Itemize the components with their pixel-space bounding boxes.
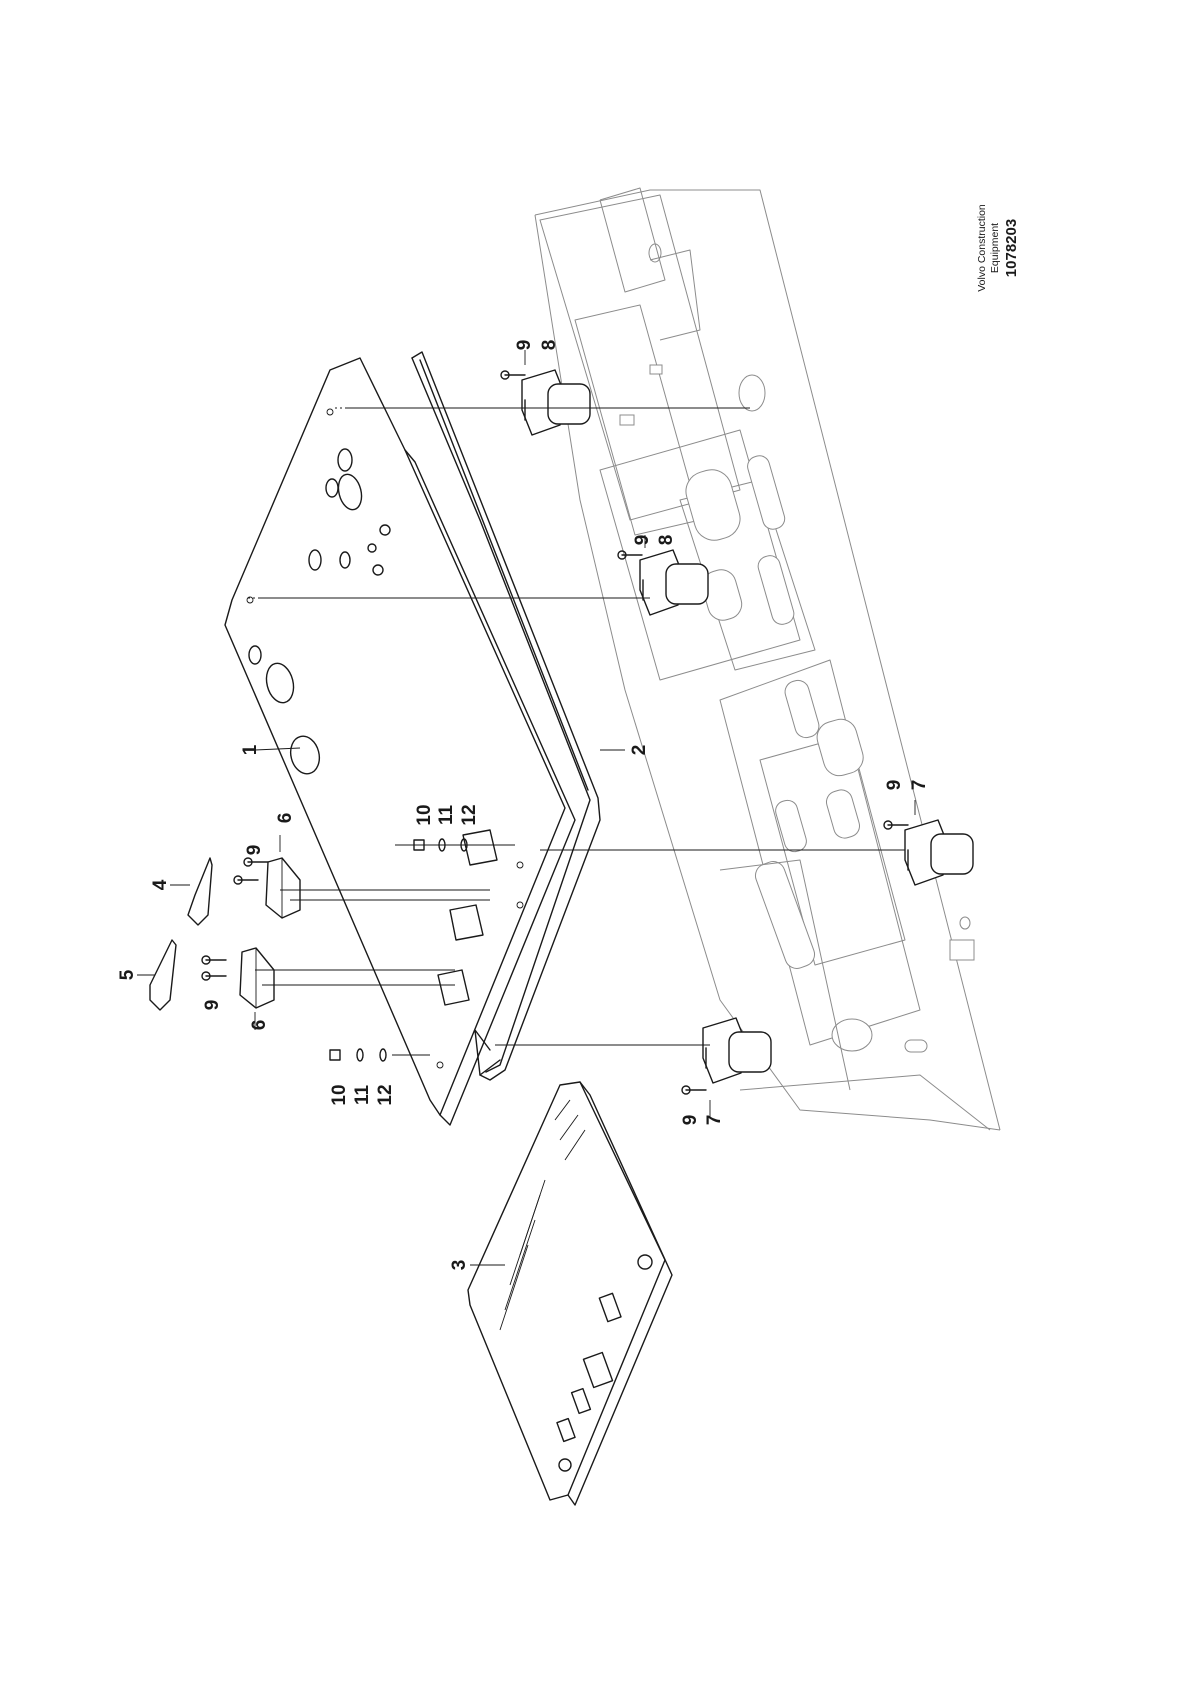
callout-6-lower: 6 <box>249 1020 270 1031</box>
part-8-mount-upper <box>521 369 591 436</box>
part-6-bracket-lower <box>239 947 275 1009</box>
callout-10-lower: 10 <box>329 1084 350 1105</box>
callout-11-upper: 11 <box>436 805 457 826</box>
callout-9-d: 9 <box>680 1115 701 1126</box>
part-3-cover-plate <box>467 1081 673 1506</box>
callout-9-e: 9 <box>244 845 265 856</box>
part-8-mount-middle <box>639 549 709 616</box>
callout-1: 1 <box>240 744 261 755</box>
callout-9-b: 9 <box>632 535 653 546</box>
callout-10-upper: 10 <box>414 804 435 825</box>
part-5-clip <box>149 939 177 1011</box>
leader-lines <box>137 350 916 1266</box>
callout-11-lower: 11 <box>352 1085 373 1106</box>
callout-labels: 1 2 3 4 5 6 6 7 7 8 8 9 9 9 9 9 9 10 10 … <box>117 340 930 1271</box>
part-2-floor-gasket <box>411 351 601 1081</box>
part-6-bracket-upper <box>265 857 301 919</box>
callout-2: 2 <box>629 745 650 756</box>
callout-9-c: 9 <box>884 780 905 791</box>
figure-number: 1078203 <box>1003 219 1020 277</box>
callout-4: 4 <box>150 879 171 890</box>
callout-12-lower: 12 <box>375 1084 396 1105</box>
part-7-mount-left <box>702 1017 772 1084</box>
brand-line-1: Volvo Construction <box>976 204 988 292</box>
callout-7-right: 7 <box>909 780 930 791</box>
callout-8-upper: 8 <box>539 340 560 351</box>
brand-line-2: Equipment <box>989 223 1001 273</box>
part-4-clip <box>187 857 213 926</box>
callout-12-upper: 12 <box>459 804 480 825</box>
title-block: Volvo Construction Equipment 1078203 <box>976 204 1020 292</box>
callout-3: 3 <box>449 1260 470 1271</box>
callout-9-a: 9 <box>514 340 535 351</box>
part-1-floor-plate <box>224 357 576 1126</box>
callout-6-upper: 6 <box>275 813 296 824</box>
callout-5: 5 <box>117 969 138 980</box>
callout-8-middle: 8 <box>656 535 677 546</box>
callout-9-f: 9 <box>202 1000 223 1011</box>
part-7-mount-right <box>904 819 974 886</box>
machine-frame <box>534 187 1001 1131</box>
callout-7-left: 7 <box>704 1115 725 1126</box>
fasteners <box>201 370 909 1095</box>
